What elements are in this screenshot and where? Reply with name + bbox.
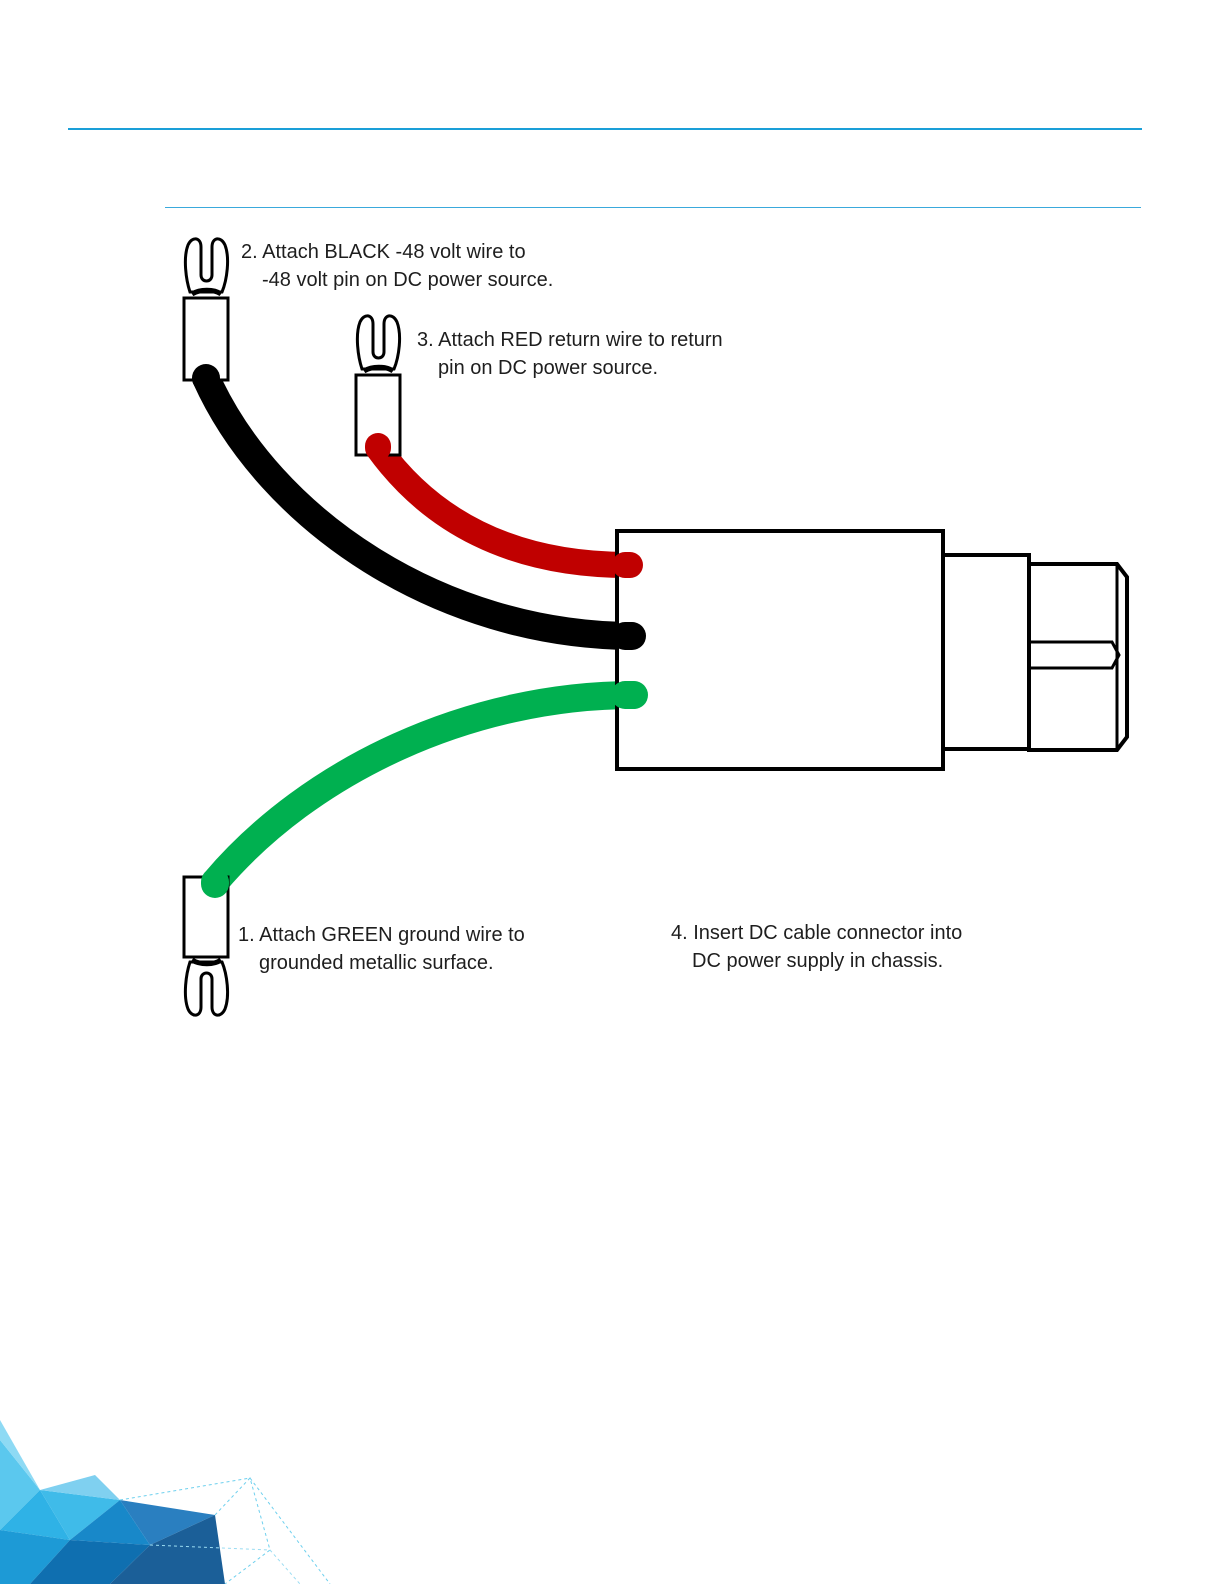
step-1-line-1: 1. Attach GREEN ground wire to — [238, 924, 525, 946]
step-4-line-1: 4. Insert DC cable connector into — [671, 922, 962, 944]
connector-body — [617, 531, 943, 769]
decorative-corner-graphic — [0, 1420, 340, 1584]
step-3-label: 3. Attach RED return wire to return pin … — [417, 326, 723, 382]
step-3-line-2: pin on DC power source. — [417, 354, 723, 382]
connector-collar — [943, 555, 1029, 749]
black-wire-lug — [184, 239, 228, 380]
green-wire-lug — [184, 877, 228, 1015]
green-wire — [215, 695, 634, 882]
step-1-label: 1. Attach GREEN ground wire to grounded … — [238, 921, 525, 977]
red-wire — [378, 448, 628, 565]
step-4-label: 4. Insert DC cable connector into DC pow… — [671, 919, 962, 975]
step-2-line-2: -48 volt pin on DC power source. — [241, 266, 553, 294]
connector-tip — [1029, 564, 1127, 750]
step-4-line-2: DC power supply in chassis. — [671, 947, 962, 975]
step-2-line-1: 2. Attach BLACK -48 volt wire to — [241, 241, 526, 263]
step-2-label: 2. Attach BLACK -48 volt wire to -48 vol… — [241, 238, 553, 294]
step-1-line-2: grounded metallic surface. — [238, 949, 525, 977]
step-3-line-1: 3. Attach RED return wire to return — [417, 329, 723, 351]
